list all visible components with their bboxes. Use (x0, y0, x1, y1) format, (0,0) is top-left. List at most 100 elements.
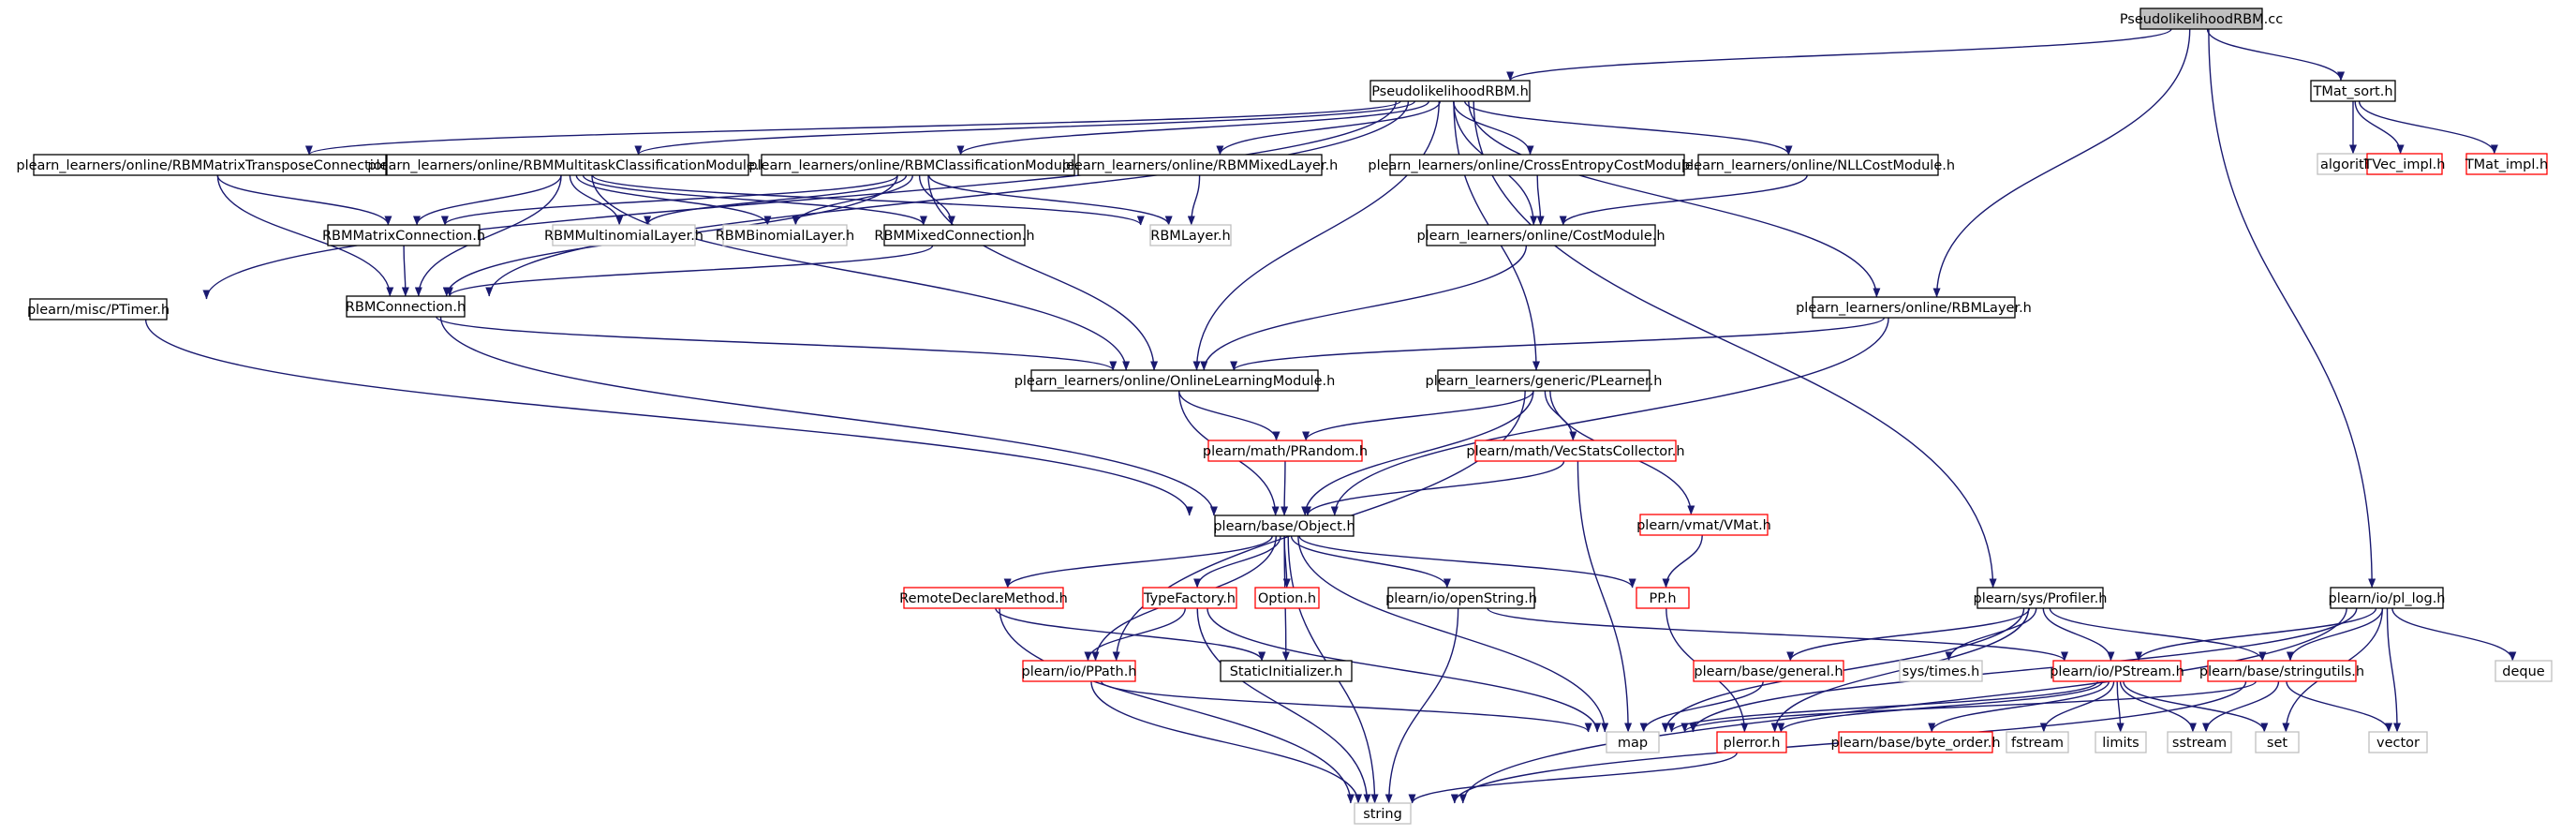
node-plearn-learners-online-costmodule-h[interactable]: plearn_learners/online/CostModule.h (1416, 224, 1666, 246)
edge-prbmh-to-rbmconn (485, 100, 1410, 297)
node-box (2495, 660, 2553, 682)
node-box (2366, 153, 2443, 175)
node-label: plearn_learners/online/CrossEntropyCostM… (1368, 158, 1706, 173)
edge-prbmh-to-nllcost (1464, 100, 1793, 156)
node-typefactory-h[interactable]: TypeFactory.h (1142, 587, 1237, 609)
node-rbmconnection-h[interactable]: RBMConnection.h (346, 295, 466, 318)
node-plearn-misc-ptimer-h[interactable]: plearn/misc/PTimer.h (27, 298, 170, 321)
node-plearn-learners-generic-plearner-h[interactable]: plearn_learners/generic/PLearner.h (1426, 369, 1663, 392)
edge-ptimer-to-object (144, 319, 1193, 516)
node-rbmmatrixconnection-h[interactable]: RBMMatrixConnection.h (322, 224, 485, 246)
node-box (1214, 514, 1355, 537)
node-label: plearn/vmat/VMat.h (1636, 518, 1771, 533)
node-plearn-base-general-h[interactable]: plearn/base/general.h (1693, 660, 1844, 682)
node-rbmlayer-h[interactable]: RBMLayer.h (1149, 224, 1232, 246)
node-box (1254, 587, 1320, 609)
node-plearn-io-pstream-h[interactable]: plearn/io/PStream.h (2050, 660, 2184, 682)
edge-typefactory-to-string (1196, 607, 1371, 804)
node-tmat-impl-h[interactable]: TMat_impl.h (2465, 153, 2548, 175)
node-plearn-base-stringutils-h[interactable]: plearn/base/stringutils.h (2199, 660, 2364, 682)
node-rbmmixedconnection-h[interactable]: RBMMixedConnection.h (874, 224, 1035, 246)
edge-pllog-to-pstream (2135, 607, 2377, 662)
node-box (2330, 587, 2444, 609)
node-plearn-math-prandom-h[interactable]: plearn/math/PRandom.h (1203, 440, 1368, 462)
node-box (903, 587, 1064, 609)
node-label: TMat_impl.h (2465, 157, 2548, 172)
node-string[interactable]: string (1354, 802, 1412, 825)
node-map[interactable]: map (1606, 731, 1660, 753)
edge-root-to-rbmlayerfull (1932, 28, 2191, 298)
node-limits[interactable]: limits (2095, 731, 2147, 753)
edge-rbmcm-to-rbmlayerh (927, 174, 1173, 226)
node-plearn-vmat-vmat-h[interactable]: plearn/vmat/VMat.h (1636, 514, 1771, 536)
edge-ppath-to-string (1090, 680, 1363, 804)
node-plearn-learners-online-rbmlayer-h[interactable]: plearn_learners/online/RBMLayer.h (1796, 296, 2032, 319)
node-plearn-base-byte-order-h[interactable]: plearn/base/byte_order.h (1830, 731, 2001, 753)
node-tvec-impl-h[interactable]: TVec_impl.h (2363, 153, 2446, 175)
edge-rbmmtcm-to-rbmmixedconn (582, 174, 927, 226)
node-plearn-sys-profiler-h[interactable]: plearn/sys/Profiler.h (1974, 587, 2108, 609)
node-vector[interactable]: vector (2368, 731, 2428, 753)
node-option-h[interactable]: Option.h (1254, 587, 1320, 609)
node-plearn-io-pl-log-h[interactable]: plearn/io/pl_log.h (2329, 587, 2446, 609)
node-fstream[interactable]: fstream (2006, 731, 2069, 753)
node-staticinitializer-h[interactable]: StaticInitializer.h (1220, 660, 1353, 682)
edge-rbmmtcm-to-onlinelm (591, 174, 1131, 371)
node-label: string (1363, 807, 1402, 822)
node-label: RBMBinomialLayer.h (716, 229, 855, 244)
node-plerror-h[interactable]: plerror.h (1716, 731, 1787, 753)
node-rbmbinomiallayer-h[interactable]: RBMBinomialLayer.h (716, 224, 855, 246)
node-plearn-learners-online-rbmclassificationmodule-h[interactable]: plearn_learners/online/RBMClassification… (748, 154, 1088, 176)
edge-pllog-to-deque (2391, 607, 2517, 662)
node-label: plearn_learners/online/RBMMixedLayer.h (1062, 158, 1339, 173)
edge-prbmh-to-crossentropy (1453, 100, 1534, 156)
node-pseudolikelihoodrbm-cc[interactable]: PseudolikelihoodRBM.cc (2120, 7, 2283, 30)
node-plearn-learners-online-onlinelearningmodule-h[interactable]: plearn_learners/online/OnlineLearningMod… (1014, 369, 1336, 392)
edge-pstream-to-fstream (2039, 680, 2115, 733)
node-plearn-learners-online-crossentropycostmodule-h[interactable]: plearn_learners/online/CrossEntropyCostM… (1368, 154, 1707, 176)
node-label: plearn/math/PRandom.h (1203, 444, 1368, 459)
edge-rbmmatrixconn-to-rbmconn (401, 245, 409, 297)
node-label: plearn/sys/Profiler.h (1974, 591, 2108, 606)
edge-pstream-to-set (2123, 680, 2269, 733)
node-plearn-learners-online-nllcostmodule-h[interactable]: plearn_learners/online/NLLCostModule.h (1681, 154, 1955, 176)
node-box (2139, 7, 2263, 30)
node-label: set (2267, 736, 2287, 751)
edge-prbmh-to-ptimer (202, 100, 1397, 300)
node-tmat-sort-h[interactable]: TMat_sort.h (2310, 80, 2396, 102)
edge-profiler-to-systimes (1945, 607, 2037, 662)
node-label: Option.h (1258, 591, 1316, 606)
node-label: RBMConnection.h (346, 300, 466, 315)
node-plearn-io-openstring-h[interactable]: plearn/io/openString.h (1385, 587, 1537, 609)
node-plearn-learners-online-rbmmixedlayer-h[interactable]: plearn_learners/online/RBMMixedLayer.h (1062, 154, 1339, 176)
edge-profiler-to-stringutils (2049, 607, 2267, 662)
edge-prbmh-to-rbmcm (956, 100, 1429, 156)
edge-pllog-to-vector (2386, 607, 2402, 733)
node-pseudolikelihoodrbm-h[interactable]: PseudolikelihoodRBM.h (1369, 80, 1531, 102)
node-rbmmultinomiallayer-h[interactable]: RBMMultinomialLayer.h (544, 224, 703, 246)
edge-rbmmtcm-to-rbmmatrixconn (413, 174, 562, 226)
node-deque[interactable]: deque (2495, 660, 2553, 682)
node-plearn-learners-online-rbmmatrixtransposeconnection-h[interactable]: plearn_learners/online/RBMMatrixTranspos… (16, 154, 404, 176)
node-sys-times-h[interactable]: sys/times.h (1899, 660, 1983, 682)
node-label: plearn_learners/generic/PLearner.h (1426, 374, 1663, 389)
node-remotedeclaremethod-h[interactable]: RemoteDeclareMethod.h (899, 587, 1068, 609)
node-plearn-io-ppath-h[interactable]: plearn/io/PPath.h (1021, 660, 1137, 682)
node-set[interactable]: set (2255, 731, 2300, 753)
node-plearn-math-vecstatscollector-h[interactable]: plearn/math/VecStatsCollector.h (1466, 440, 1685, 462)
edge-object-to-remotedecl (1003, 535, 1273, 589)
node-label: PP.h (1649, 591, 1676, 606)
node-plearn-base-object-h[interactable]: plearn/base/Object.h (1213, 514, 1355, 537)
edge-onlinelm-to-prandom (1178, 390, 1281, 441)
node-sstream[interactable]: sstream (2167, 731, 2232, 753)
node-label: plearn_learners/online/RBMLayer.h (1796, 301, 2032, 316)
node-box (1369, 80, 1531, 102)
edge-vecstats-to-object (1303, 460, 1565, 516)
edge-profiler-to-pstream (2042, 607, 2115, 662)
node-box (2465, 153, 2548, 175)
node-plearn-learners-online-rbmmultitaskclassificationmodule-h[interactable]: plearn_learners/online/RBMMultitaskClass… (367, 154, 768, 176)
node-box (1220, 660, 1353, 682)
node-pp-h[interactable]: PP.h (1636, 587, 1690, 609)
edge-openstring-to-pstream (1487, 607, 2068, 662)
node-box (1693, 660, 1844, 682)
